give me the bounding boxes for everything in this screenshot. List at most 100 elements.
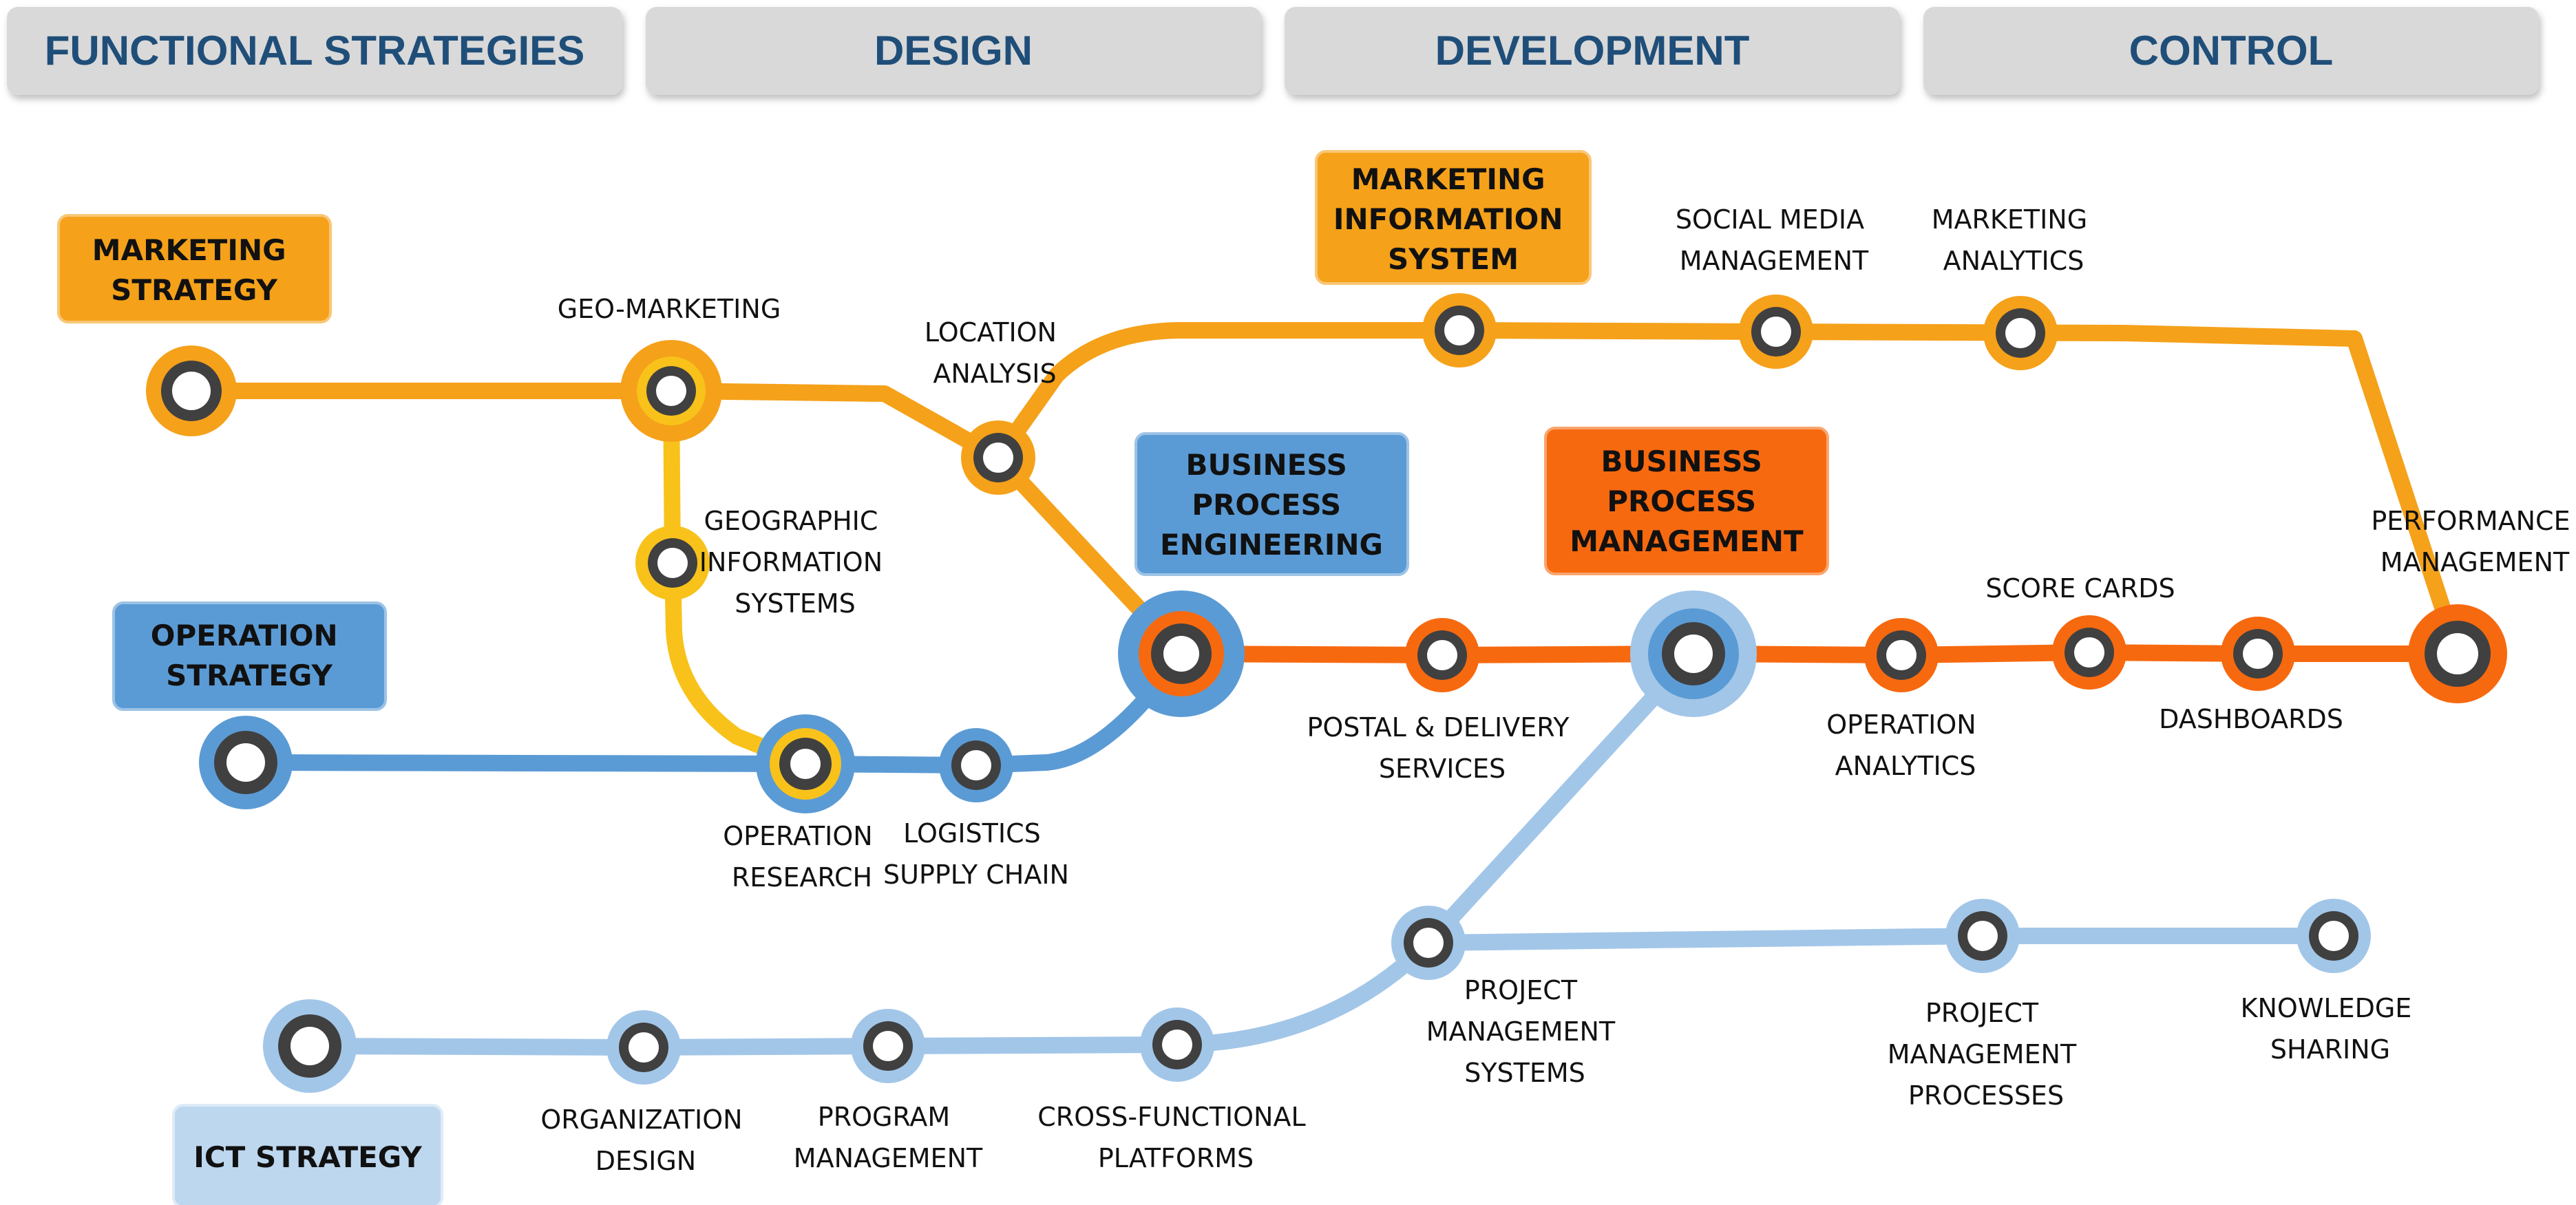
label-line: MANAGEMENT — [1426, 1016, 1616, 1047]
box-label: BUSINESS PROCESS ENGINEERING — [1160, 448, 1383, 562]
box-marketing-strategy: MARKETING STRATEGY — [57, 214, 332, 323]
label-social-media-management: SOCIAL MEDIA MANAGEMENT — [1676, 204, 1872, 276]
label-line: OPERATION — [723, 821, 873, 851]
label-line: PROJECT — [1464, 975, 1578, 1005]
label-line: LOCATION — [925, 317, 1057, 348]
station-postal-delivery-services — [1405, 618, 1479, 692]
box-line: MARKETING — [92, 233, 286, 267]
label-cross-functional-platforms: CROSS-FUNCTIONAL PLATFORMS — [1037, 1102, 1313, 1173]
station-labels: GEO-MARKETING LOCATION ANALYSIS GEOGRAPH… — [540, 204, 2570, 1176]
box-business-process-management: BUSINESS PROCESS MANAGEMENT — [1544, 427, 1829, 575]
label-logistics-supply-chain: LOGISTICS SUPPLY CHAIN — [883, 818, 1069, 890]
geo-line — [663, 383, 814, 772]
station-business-process-engineering — [1118, 590, 1245, 717]
box-bg — [172, 1104, 443, 1205]
label-dashboards: DASHBOARDS — [2159, 704, 2343, 734]
label-line: SHARING — [2270, 1034, 2390, 1065]
label-line: PROGRAM — [818, 1102, 950, 1132]
station-score-cards — [2052, 615, 2126, 690]
header-label: DEVELOPMENT — [1435, 28, 1750, 74]
station-logistics-supply-chain — [939, 728, 1013, 802]
label-project-management-processes: PROJECT MANAGEMENT PROCESSES — [1888, 998, 2085, 1111]
station-project-management-processes — [1945, 899, 2020, 973]
label-line: GEO-MARKETING — [558, 294, 781, 324]
box-bg — [1134, 432, 1409, 576]
box-line: STRATEGY — [111, 273, 277, 307]
station-operation-research — [756, 714, 855, 813]
phase-headers: FUNCTIONAL STRATEGIES DESIGN DEVELOPMENT… — [7, 7, 2539, 95]
label-score-cards: SCORE CARDS — [1985, 573, 2175, 604]
box-bg — [57, 214, 332, 323]
box-line: MANAGEMENT — [1570, 524, 1804, 558]
label-line: KNOWLEDGE — [2241, 993, 2412, 1023]
label-line: ANALYSIS — [933, 359, 1056, 389]
box-label: BUSINESS PROCESS MANAGEMENT — [1570, 445, 1804, 558]
station-business-process-management — [1630, 590, 1757, 717]
box-operation-strategy: OPERATION STRATEGY — [112, 601, 387, 711]
station-marketing-analytics — [1983, 296, 2058, 370]
stations — [146, 293, 2507, 1093]
label-line: SUPPLY CHAIN — [883, 860, 1069, 890]
box-line: PROCESS — [1192, 488, 1341, 522]
station-performance-management — [2408, 604, 2507, 703]
label-organization-design: ORGANIZATION DESIGN — [540, 1105, 750, 1176]
label-line: SOCIAL MEDIA — [1676, 204, 1864, 235]
label-line: MANAGEMENT — [1888, 1039, 2077, 1069]
ict-branch-line — [1420, 928, 2342, 951]
station-program-management — [851, 1009, 925, 1083]
label-line: LOGISTICS — [903, 818, 1041, 849]
box-line: MARKETING — [1351, 162, 1545, 196]
box-label: ICT STRATEGY — [193, 1140, 422, 1174]
label-project-management-systems: PROJECT MANAGEMENT SYSTEMS — [1426, 975, 1624, 1088]
station-organization-design — [606, 1010, 681, 1085]
label-line: SCORE CARDS — [1985, 573, 2175, 604]
label-location-analysis: LOCATION ANALYSIS — [925, 317, 1065, 389]
header-functional-strategies: FUNCTIONAL STRATEGIES — [7, 7, 622, 95]
label-operation-research: OPERATION RESEARCH — [723, 821, 881, 893]
box-line: BUSINESS — [1601, 445, 1762, 478]
box-line: ENGINEERING — [1160, 528, 1383, 562]
box-ict-strategy: ICT STRATEGY — [172, 1104, 443, 1205]
label-line: PLATFORMS — [1098, 1143, 1254, 1173]
station-operation-analytics — [1864, 618, 1939, 692]
label-line: SYSTEMS — [1464, 1058, 1585, 1088]
marketing-line — [183, 322, 2466, 662]
box-bg — [1544, 427, 1829, 575]
header-box — [1923, 7, 2539, 95]
station-marketing-strategy-origin — [146, 345, 237, 436]
box-label: MARKETING INFORMATION SYSTEM — [1333, 162, 1573, 276]
station-social-media-management — [1739, 295, 1813, 369]
label-line: DESIGN — [595, 1146, 696, 1176]
header-label: FUNCTIONAL STRATEGIES — [45, 28, 584, 74]
box-line: SYSTEM — [1388, 242, 1519, 276]
label-line: SERVICES — [1379, 754, 1506, 784]
header-box — [1285, 7, 1900, 95]
label-line: PROJECT — [1925, 998, 2039, 1028]
label-line: ORGANIZATION — [540, 1105, 742, 1135]
header-control: CONTROL — [1923, 7, 2539, 95]
label-geo-marketing: GEO-MARKETING — [558, 294, 781, 324]
station-geo-marketing — [620, 340, 722, 442]
label-line: MANAGEMENT — [2380, 547, 2570, 577]
station-cross-functional-platforms — [1140, 1007, 1214, 1082]
box-line: STRATEGY — [166, 659, 332, 692]
label-line: GEOGRAPHIC — [704, 506, 878, 536]
header-label: DESIGN — [874, 28, 1033, 74]
station-project-management-systems — [1391, 906, 1466, 980]
label-line: RESEARCH — [732, 862, 872, 893]
box-line: BUSINESS — [1185, 448, 1347, 482]
label-operation-analytics: OPERATION ANALYTICS — [1826, 710, 1985, 781]
header-design: DESIGN — [646, 7, 1261, 95]
station-knowledge-sharing — [2297, 899, 2371, 973]
box-label: MARKETING STRATEGY — [92, 233, 296, 307]
station-geographic-information-systems — [635, 526, 710, 600]
label-line: POSTAL & DELIVERY — [1307, 712, 1570, 743]
label-line: MANAGEMENT — [794, 1143, 983, 1173]
station-operation-strategy-origin — [199, 716, 293, 809]
label-program-management: PROGRAM MANAGEMENT — [794, 1102, 983, 1173]
label-line: MANAGEMENT — [1680, 246, 1869, 276]
label-line: CROSS-FUNCTIONAL — [1037, 1102, 1305, 1132]
label-boxes: MARKETING STRATEGY OPERATION STRATEGY IC… — [57, 150, 1829, 1205]
